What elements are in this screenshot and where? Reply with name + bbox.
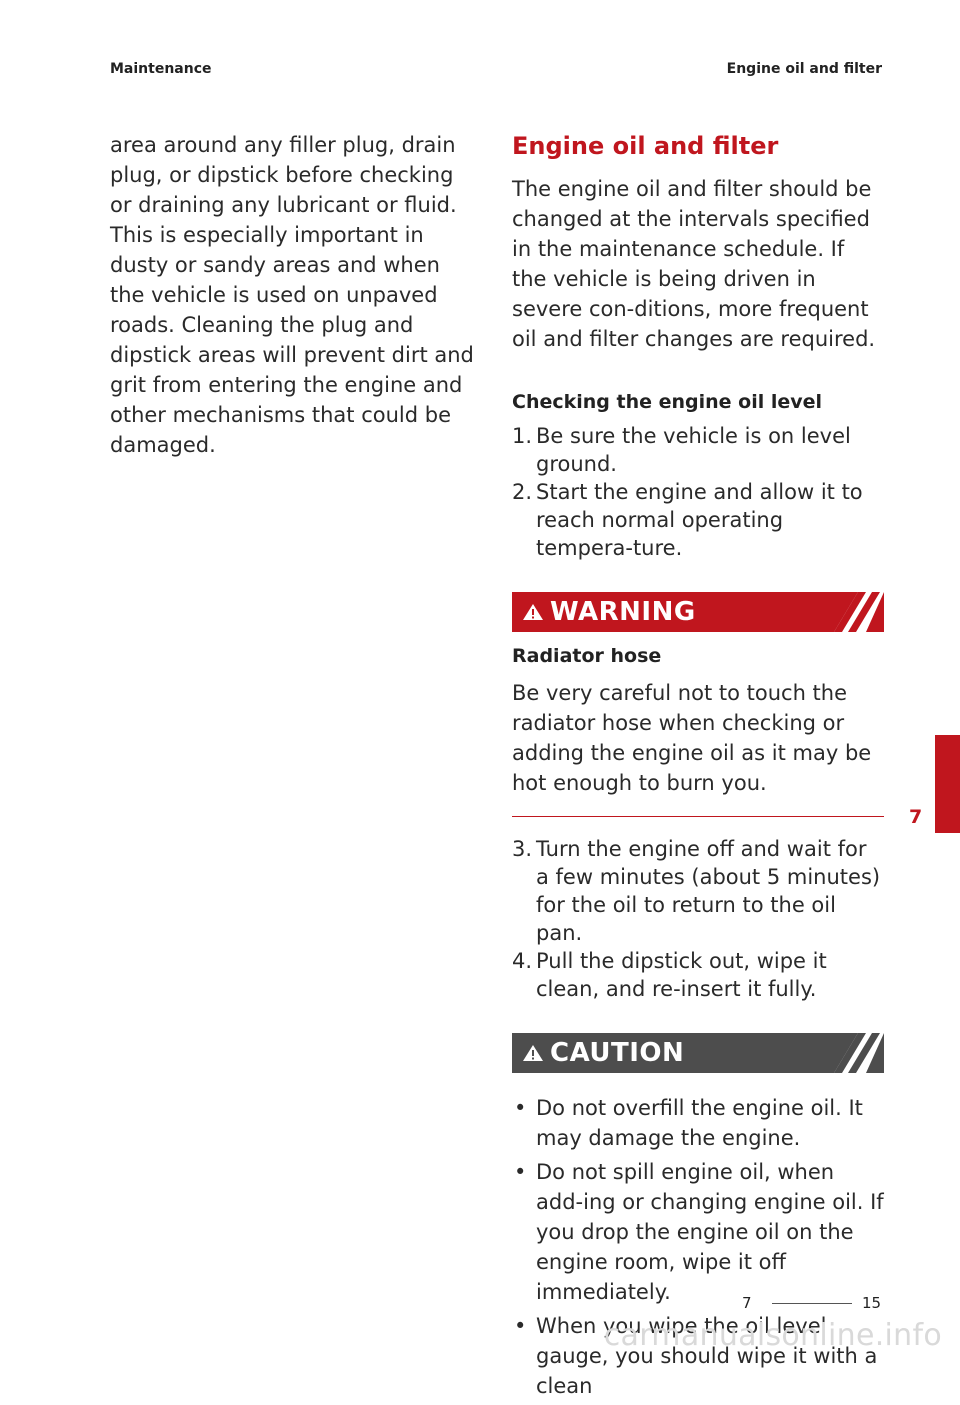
warning-title: Radiator hose [512,645,662,667]
subheading-checking-oil: Checking the engine oil level [512,391,823,413]
section-intro: The engine oil and filter should be chan… [512,177,876,351]
step-text: Start the engine and allow it to reach n… [536,480,863,560]
warning-triangle-icon [523,604,543,620]
banner-stripes-decoration [824,592,884,632]
bullet-icon: • [514,1314,527,1338]
bullet-text: Do not spill engine oil, when add-ing or… [536,1160,884,1304]
warning-banner: WARNING [512,592,884,632]
warning-end-rule [512,816,884,817]
steps-list-b: 3. Turn the engine off and wait for a fe… [512,835,884,1003]
watermark: carmanualsonline.info [603,1318,942,1353]
warning-triangle-icon [523,1045,543,1061]
running-header-section: Maintenance [110,61,212,77]
bullet-icon: • [514,1096,527,1120]
step-number: 4. [512,949,533,973]
chapter-side-tab-number: 7 [909,806,923,828]
warning-text: Be very careful not to touch the radiato… [512,681,872,795]
step-number: 3. [512,837,533,861]
caution-bullets: • Do not overfill the engine oil. It may … [512,1093,884,1401]
chapter-side-tab [935,735,960,833]
list-item: • Do not spill engine oil, when add-ing o… [512,1157,884,1307]
step-number: 2. [512,480,533,504]
list-item: 3. Turn the engine off and wait for a fe… [512,835,884,947]
step-text: Be sure the vehicle is on level ground. [536,424,851,476]
left-column-text: area around any filler plug, drain plug,… [110,133,474,457]
right-column: Engine oil and filter The engine oil and… [512,130,884,1405]
list-item: • Do not overfill the engine oil. It may … [512,1093,884,1153]
bullet-icon: • [514,1160,527,1184]
footer-divider [772,1303,852,1304]
warning-label: WARNING [550,597,696,627]
steps-list-a: 1. Be sure the vehicle is on level groun… [512,422,884,562]
step-number: 1. [512,424,533,448]
list-item: 4. Pull the dipstick out, wipe it clean,… [512,947,884,1003]
footer-chapter-number: 7 [742,1294,752,1312]
list-item: 1. Be sure the vehicle is on level groun… [512,422,884,478]
running-header-topic: Engine oil and filter [726,61,882,77]
bullet-text: Do not overfill the engine oil. It may d… [536,1096,863,1150]
step-text: Pull the dipstick out, wipe it clean, an… [536,949,827,1001]
section-title: Engine oil and filter [512,132,779,160]
banner-stripes-decoration [824,1033,884,1073]
list-item: 2. Start the engine and allow it to reac… [512,478,884,562]
footer-page-number: 15 [862,1294,882,1312]
step-text: Turn the engine off and wait for a few m… [536,837,881,945]
caution-label: CAUTION [550,1038,685,1068]
caution-banner: CAUTION [512,1033,884,1073]
